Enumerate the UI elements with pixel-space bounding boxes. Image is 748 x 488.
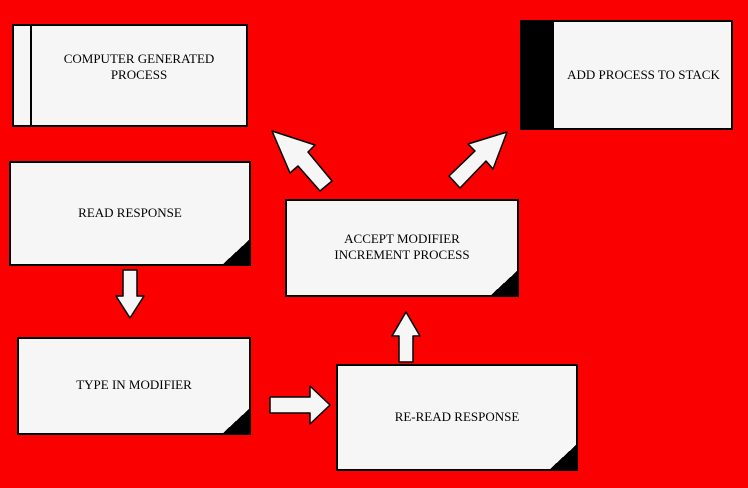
re-read-response-label: RE-READ RESPONSE xyxy=(394,408,520,424)
add-process-to-stack-label: ADD PROCESS TO STACK xyxy=(567,67,720,82)
type-in-modifier-box: TYPE IN MODIFIER xyxy=(17,337,251,435)
arrow-up-right-icon xyxy=(448,131,508,189)
read-response-box: READ RESPONSE xyxy=(9,161,251,266)
arrow-down-icon xyxy=(115,269,145,319)
arrow-up-left-icon xyxy=(271,130,333,192)
left-black-bar xyxy=(522,22,554,128)
accept-modifier-box: ACCEPT MODIFIER INCREMENT PROCESS xyxy=(285,199,519,297)
arrow-up-icon xyxy=(391,311,421,363)
type-in-modifier-label: TYPE IN MODIFIER xyxy=(76,377,192,392)
accept-modifier-label: ACCEPT MODIFIER INCREMENT PROCESS xyxy=(334,231,470,262)
computer-generated-process-label: COMPUTER GENERATED PROCESS xyxy=(63,50,215,82)
left-stripe xyxy=(30,26,32,125)
re-read-response-box: RE-READ RESPONSE xyxy=(336,364,578,471)
add-process-to-stack-box: ADD PROCESS TO STACK xyxy=(520,20,733,130)
folded-corner xyxy=(223,409,249,433)
folded-corner xyxy=(550,445,576,469)
computer-generated-process-box: COMPUTER GENERATED PROCESS xyxy=(12,24,248,127)
read-response-label: READ RESPONSE xyxy=(78,204,182,220)
folded-corner xyxy=(491,271,517,295)
folded-corner xyxy=(223,240,249,264)
arrow-right-icon xyxy=(269,385,331,425)
